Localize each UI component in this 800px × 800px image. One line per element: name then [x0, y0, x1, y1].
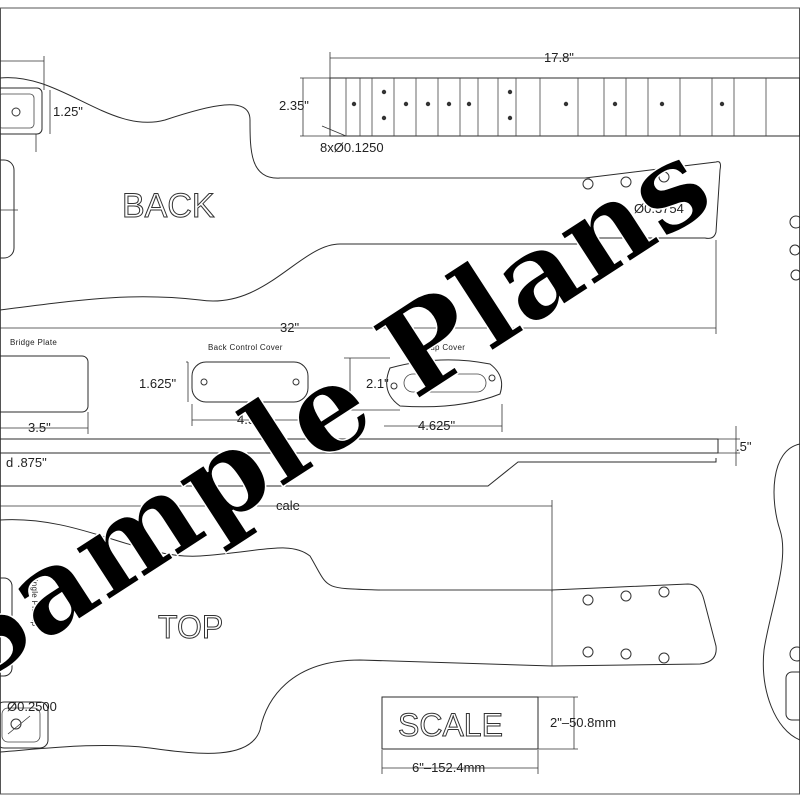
pickup-cover-slot	[403, 373, 487, 393]
scale-length-label: 22.	[208, 498, 226, 513]
fretboard-outline	[329, 77, 800, 137]
top-label: TOP	[158, 609, 223, 645]
top-body-outline	[0, 458, 717, 754]
control-cover-height-label: 1.625"	[139, 376, 177, 391]
bridge-plate-width-label: 3.5"	[28, 420, 51, 435]
scale-width-label: 6"–152.4mm	[412, 760, 485, 775]
bridge-plate-title: Bridge Plate	[10, 338, 57, 347]
pickup-cover-outline	[386, 359, 503, 408]
scale-label: SCALE	[398, 707, 503, 743]
top-tuner-hole-6	[658, 652, 670, 664]
body-length-label: 32"	[280, 320, 299, 335]
sample-plans-watermark: Sample Plans	[0, 111, 734, 714]
pickup-hole-label: Ø0.2500	[7, 699, 57, 714]
top-tuner-hole-5	[620, 648, 632, 660]
fret-marker-dots	[351, 89, 725, 121]
control-cover-width-label: 4.5"	[237, 412, 260, 427]
top-tuner-hole-2	[620, 590, 632, 602]
scale-word-label: cale	[276, 498, 300, 513]
single-pickup-label: Single Pickup	[30, 574, 39, 627]
scale-height-label: 2"–50.8mm	[550, 715, 616, 730]
back-control-cavity	[0, 159, 15, 259]
bridge-plate-outline	[0, 355, 89, 413]
right-body-outline	[762, 443, 800, 741]
back-tuner-hole-1	[582, 178, 594, 190]
top-pickup-outline	[0, 577, 13, 677]
edge-tuner-1	[789, 215, 800, 229]
pickup-cover-title: Pickup Cover	[414, 343, 465, 352]
edge-tuner-2	[789, 244, 800, 256]
top-tuner-hole-3	[658, 586, 670, 598]
body-thickness-strip	[0, 438, 719, 454]
pickup-cover-width-label: 4.625"	[418, 418, 456, 433]
right-jack-hole	[789, 646, 800, 662]
back-neck-plate-hole	[11, 107, 21, 117]
neck-width-label: 2.35"	[279, 98, 309, 113]
neck-length-label: 17.8"	[544, 50, 574, 65]
back-tuner-hole-3	[658, 171, 670, 183]
top-tuner-hole-4	[582, 646, 594, 658]
back-control-cover-outline	[191, 361, 309, 403]
top-control-plate	[0, 701, 49, 749]
pickup-cover-height-label: 2.1"	[366, 376, 389, 391]
back-tuner-hole-2	[620, 176, 632, 188]
top-tuner-hole-1	[582, 594, 594, 606]
fret-lines	[345, 78, 767, 136]
fret-hole-label: 8xØ0.1250	[320, 140, 384, 155]
back-control-cover-title: Back Control Cover	[208, 343, 283, 352]
right-plate	[785, 671, 800, 721]
headstock-hole-label: Ø0.3754	[634, 201, 684, 216]
back-neck-plate-inner	[0, 93, 35, 129]
edge-tuner-3	[790, 269, 800, 281]
thickness-label: .5"	[736, 439, 752, 454]
thickness-note: d .875"	[6, 455, 47, 470]
back-body-outline	[0, 77, 721, 311]
neck-plate-height-label: 1.25"	[53, 104, 83, 119]
back-label: BACK	[122, 187, 215, 225]
back-neck-plate	[0, 87, 43, 135]
scale-box	[381, 696, 539, 750]
